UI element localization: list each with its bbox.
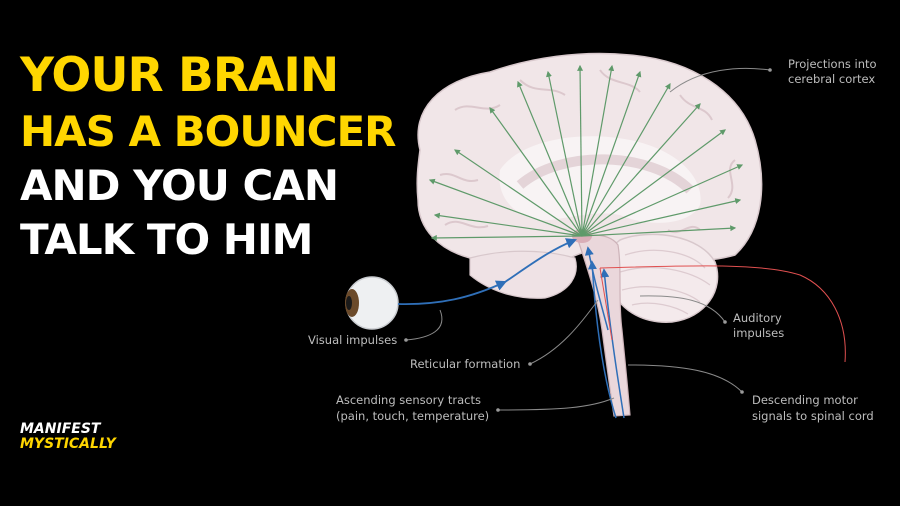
- motor-line-down: [599, 267, 613, 341]
- headline-line-3: AND YOU CAN: [20, 161, 339, 210]
- leader-lines: [405, 67, 771, 411]
- leader-dots: [404, 68, 772, 412]
- label-projections-line-2: cerebral cortex: [788, 72, 875, 86]
- label-ascending-line-2: (pain, touch, temperature): [336, 409, 489, 423]
- headline-line-2: HAS A BOUNCER: [20, 107, 396, 156]
- label-projections-line-1: Projections into: [788, 57, 877, 71]
- visual-pathway-2: [504, 238, 578, 283]
- brand-logo: MANIFEST MYSTICALLY: [20, 422, 116, 451]
- eye-icon: [345, 276, 399, 330]
- logo-line-1: MANIFEST: [20, 421, 101, 437]
- headline: YOUR BRAIN HAS A BOUNCER AND YOU CAN TAL…: [20, 48, 396, 264]
- headline-line-4: TALK TO HIM: [20, 215, 313, 264]
- ascending-tracts: [584, 246, 625, 419]
- logo-line-2: MYSTICALLY: [20, 435, 116, 452]
- label-reticular-formation: Reticular formation: [410, 357, 520, 371]
- cerebellum: [606, 233, 719, 323]
- label-auditory-line-1: Auditory: [733, 311, 782, 325]
- label-ascending-line-1: Ascending sensory tracts: [336, 393, 481, 407]
- headline-line-1: YOUR BRAIN: [20, 48, 339, 103]
- label-visual-impulses: Visual impulses: [308, 333, 397, 347]
- visual-pathway: [397, 280, 507, 305]
- label-descending-line-2: signals to spinal cord: [752, 409, 874, 423]
- motor-line: [599, 265, 846, 363]
- temporal-lobe: [469, 250, 577, 299]
- label-descending-line-1: Descending motor: [752, 393, 858, 407]
- projection-arrows: [428, 64, 744, 241]
- label-auditory-line-2: impulses: [733, 326, 784, 340]
